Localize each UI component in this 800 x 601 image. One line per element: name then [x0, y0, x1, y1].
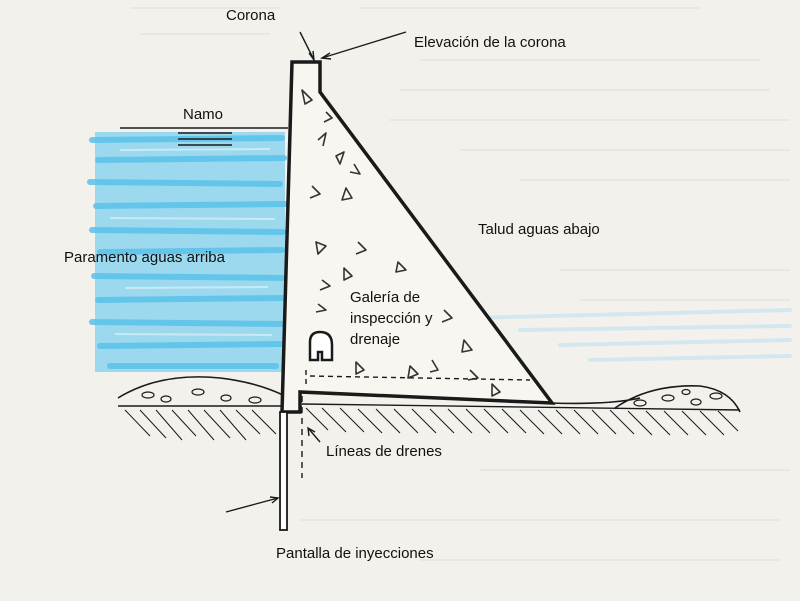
drain-lines-label: Líneas de drenes: [326, 443, 442, 460]
downstream-water-wash: [468, 308, 792, 362]
crest-elevation-label: Elevación de la corona: [414, 34, 566, 51]
background-print-artifacts: [130, 7, 790, 561]
reservoir-water: [87, 132, 289, 372]
drain-gallery-dashed: [305, 370, 531, 384]
inspection-gallery: [308, 330, 334, 362]
grout-curtain-label: Pantalla de inyecciones: [276, 545, 434, 562]
crest-label: Corona: [226, 7, 276, 24]
namo-label: Namo: [183, 106, 224, 123]
namo-level-marker: [178, 132, 232, 146]
grout-curtain: [279, 411, 288, 531]
inspection-gallery-label: Galería de inspección y drenaje: [350, 289, 433, 348]
downstream-slope-label: Talud aguas abajo: [478, 221, 600, 238]
concrete-aggregate-marks: [301, 89, 501, 397]
upstream-face-label: Paramento aguas arriba: [64, 249, 225, 266]
leader-lines: [225, 31, 407, 513]
